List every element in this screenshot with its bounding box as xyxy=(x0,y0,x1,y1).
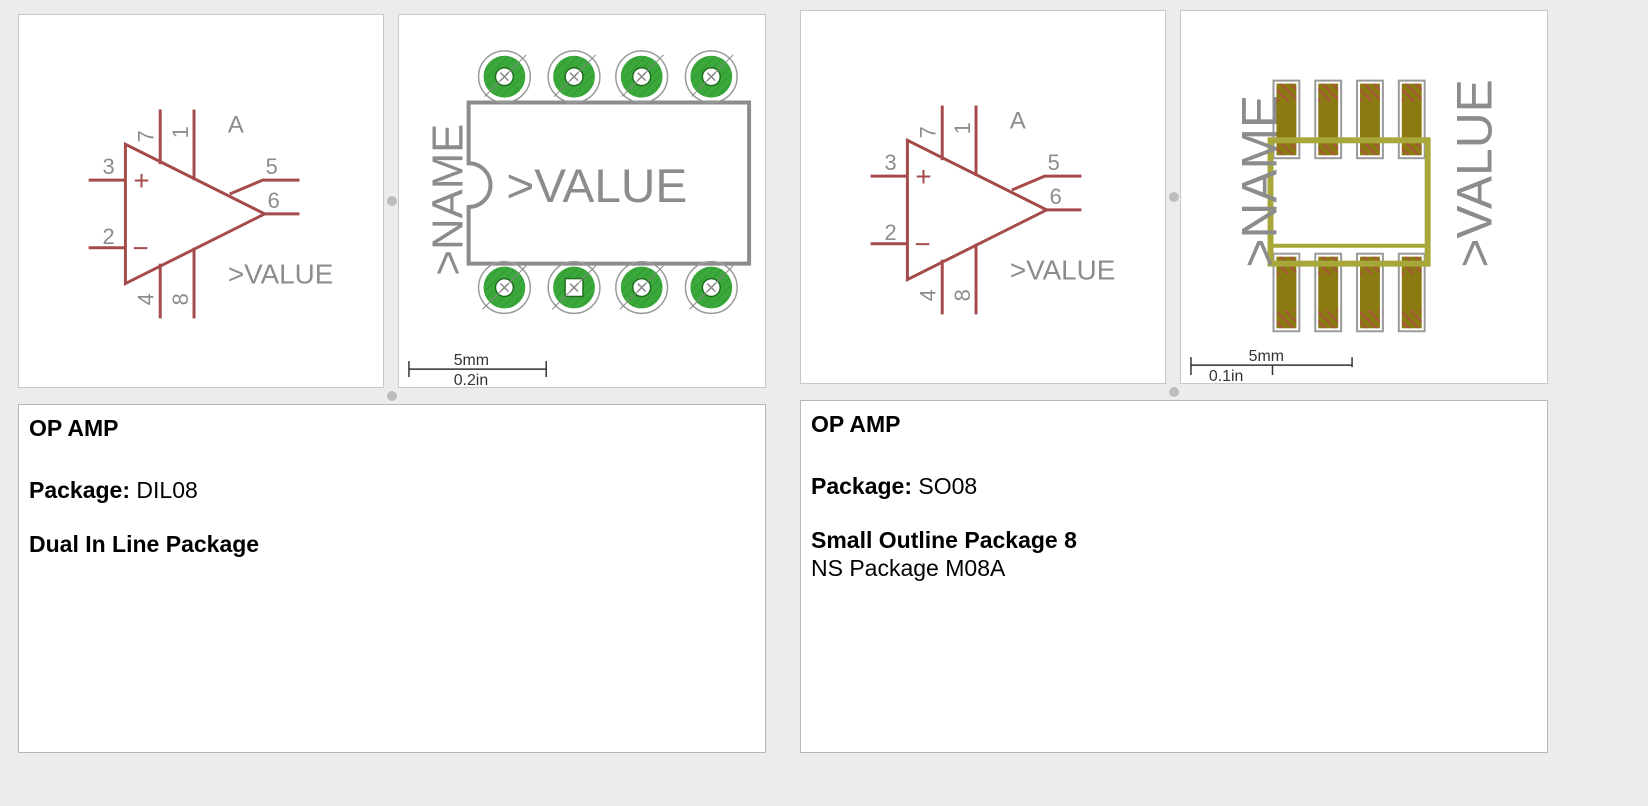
part-title: OP AMP xyxy=(29,415,119,441)
pad xyxy=(547,260,601,315)
pin-label-4: 4 xyxy=(915,289,940,301)
pin-label-1: 1 xyxy=(168,126,193,138)
package-outline xyxy=(466,100,752,266)
symbol-preview-right: + − 3 2 5 6 7 1 4 8 A >VALUE xyxy=(800,10,1166,384)
gate-label: A xyxy=(1010,107,1026,134)
pad xyxy=(547,50,601,104)
scale-imperial: 0.2in xyxy=(454,372,489,387)
pin-label-2: 2 xyxy=(103,224,115,249)
part-title: OP AMP xyxy=(811,411,901,437)
schematic-symbol-right: + − 3 2 5 6 7 1 4 8 A >VALUE xyxy=(870,105,1115,315)
description-panel-right: OP AMP Package: SO08 Small Outline Packa… xyxy=(800,400,1548,753)
package-dil08-view: >NAME >VALUE 5mm 0.2in xyxy=(408,50,752,387)
scale-metric: 5mm xyxy=(454,352,489,369)
pin-label-8: 8 xyxy=(168,293,193,305)
pad xyxy=(477,260,532,315)
horizontal-splitter-handle-left[interactable] xyxy=(387,391,397,401)
symbol-preview-left: + − 3 2 5 6 7 1 4 8 A >VALUE xyxy=(18,14,384,388)
pin-5-line xyxy=(229,178,300,196)
value-label: >VALUE xyxy=(506,160,687,213)
pin-label-3: 3 xyxy=(885,150,897,175)
package-line: Package: SO08 xyxy=(811,473,1537,499)
pad xyxy=(615,260,669,315)
pin-label-2: 2 xyxy=(885,220,897,245)
package-long-name: Dual In Line Package xyxy=(29,531,260,557)
pad xyxy=(615,50,669,104)
pin-label-4: 4 xyxy=(133,293,158,305)
vertical-splitter-handle-left[interactable] xyxy=(387,196,397,206)
minus-sign: − xyxy=(132,233,148,264)
description-panel-left: OP AMP Package: DIL08 Dual In Line Packa… xyxy=(18,404,766,753)
package-body-outline xyxy=(1267,137,1431,267)
plus-sign: + xyxy=(915,161,931,192)
pad xyxy=(684,50,738,104)
vertical-splitter-handle-right[interactable] xyxy=(1169,192,1179,202)
horizontal-splitter-handle-right[interactable] xyxy=(1169,387,1179,397)
plus-sign: + xyxy=(133,165,149,196)
package-label: Package: xyxy=(29,477,131,503)
value-label: >VALUE xyxy=(1446,79,1502,267)
value-label: >VALUE xyxy=(1010,255,1115,286)
scale-metric: 5mm xyxy=(1249,348,1284,365)
pin-label-3: 3 xyxy=(103,154,115,179)
package-preview-left: >NAME >VALUE 5mm 0.2in xyxy=(398,14,766,388)
package-value: SO08 xyxy=(918,473,978,499)
pin-label-5: 5 xyxy=(1048,150,1060,175)
minus-sign: − xyxy=(914,229,930,260)
pin-label-6: 6 xyxy=(268,188,280,213)
pad xyxy=(477,50,532,104)
pin-label-5: 5 xyxy=(266,154,278,179)
value-label: >VALUE xyxy=(228,259,333,290)
name-label: >NAME xyxy=(1231,95,1287,268)
package-value: DIL08 xyxy=(136,477,198,503)
name-label: >NAME xyxy=(424,124,473,276)
package-label: Package: xyxy=(811,473,913,499)
gate-label: A xyxy=(228,111,244,138)
schematic-symbol-left: + − 3 2 5 6 7 1 4 8 A >VALUE xyxy=(88,109,333,319)
package-sub-text: NS Package M08A xyxy=(811,555,1006,581)
scale-imperial: 0.1in xyxy=(1209,368,1244,383)
package-preview-right: >NAME >VALUE 5mm 0.1in xyxy=(1180,10,1548,384)
pin-label-7: 7 xyxy=(915,126,940,138)
package-line: Package: DIL08 xyxy=(29,477,755,503)
pad xyxy=(684,260,738,315)
smd-pads-top xyxy=(1272,79,1426,160)
pin-label-7: 7 xyxy=(133,130,158,142)
pin-label-1: 1 xyxy=(950,122,975,134)
package-so08-view: >NAME >VALUE 5mm 0.1in xyxy=(1190,79,1502,383)
pin-label-6: 6 xyxy=(1050,184,1062,209)
pin-label-8: 8 xyxy=(950,289,975,301)
pin-5-line xyxy=(1011,174,1082,192)
scale-bar xyxy=(408,361,547,378)
package-long-name: Small Outline Package 8 xyxy=(811,527,1077,553)
scale-bar xyxy=(1190,357,1353,376)
